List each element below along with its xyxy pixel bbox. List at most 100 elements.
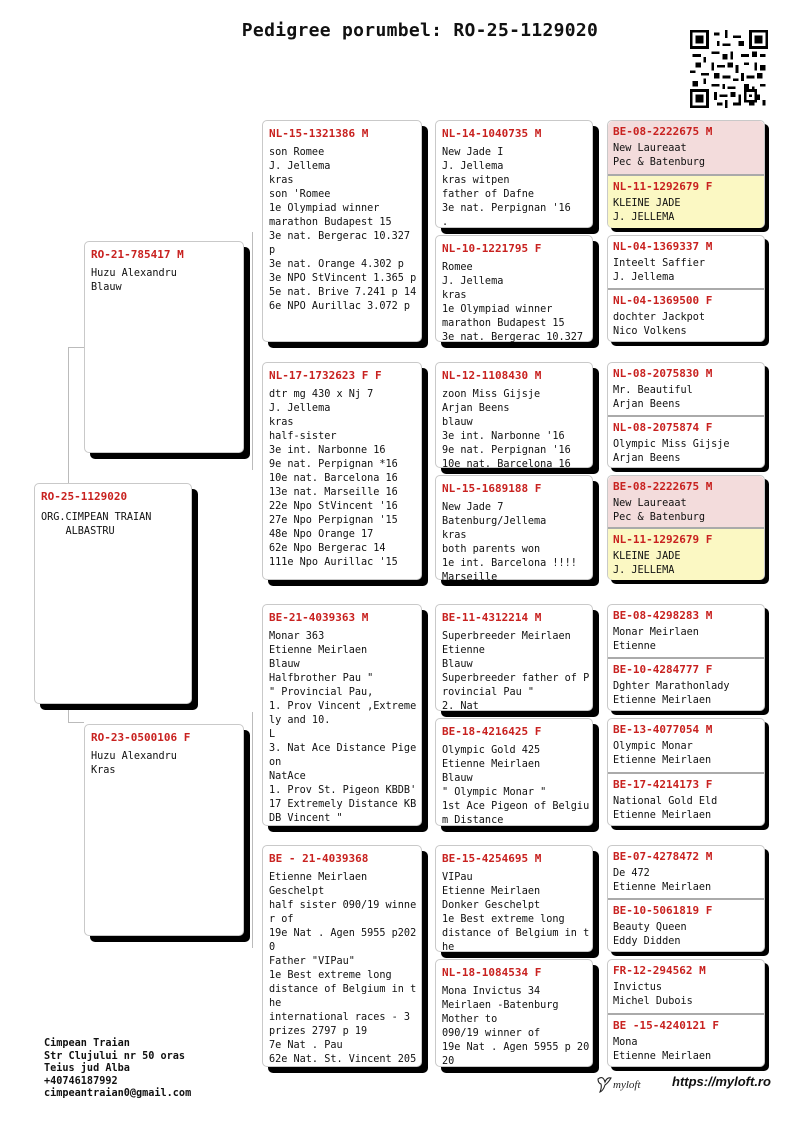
connector-line	[68, 704, 69, 722]
pedigree-line: 1e Best extreme long	[442, 914, 565, 925]
great-grandparent-card[interactable]: BE-18-4216425 F Olympic Gold 425 Etienne…	[435, 718, 593, 826]
pedigree-line: blauw	[442, 417, 473, 428]
grandparent-card[interactable]: NL-15-1321386 M son Romee J. Jellema kra…	[262, 120, 422, 342]
owner-address: Str Clujului nr 50 oras	[44, 1050, 186, 1062]
pedigree-line: Mr. Beautiful	[613, 385, 693, 396]
pedigree-line: Etienne Meirlaen	[613, 1051, 712, 1062]
pedigree-line: 1e Olympiad winner	[442, 304, 553, 315]
father-card[interactable]: RO-21-785417 M Huzu Alexandru Blauw	[84, 241, 244, 453]
pedigree-line: Monar 363	[269, 631, 325, 642]
pedigree-line: 1st Ace Pigeon of Belgiu	[442, 801, 590, 812]
pedigree-line: on	[269, 757, 282, 768]
mother-card[interactable]: RO-23-0500106 F Huzu Alexandru Kras	[84, 724, 244, 936]
pedigree-line: New Jade I	[442, 147, 504, 158]
pedigree-line: 1. Prov St. Pigeon KBDB'	[269, 785, 417, 796]
grandparent-ring-number: NL-17-1732623 F F	[269, 369, 382, 382]
pedigree-line: marathon Budapest 15	[269, 217, 392, 228]
pedigree-line: Etienne Meirlaen	[442, 759, 541, 770]
ring-number: BE-07-4278472 M	[613, 850, 713, 863]
pedigree-line: 3e nat. Bergerac 10.327	[442, 332, 584, 343]
pedigree-line: son Romee	[269, 147, 325, 158]
mother-ring-number: RO-23-0500106 F	[91, 731, 191, 744]
pedigree-line: father of Dafne	[442, 189, 535, 200]
connector-line	[68, 347, 69, 483]
pedigree-line: dtr mg 430 x Nj 7	[269, 389, 374, 400]
pedigree-line: 3e int. Narbonne 16	[269, 445, 386, 456]
owner-email[interactable]: cimpeantraian0@gmail.com	[44, 1088, 192, 1099]
grandparent-ring-number: BE - 21-4039368	[269, 852, 369, 865]
subject-pigeon-card[interactable]: RO-25-1129020 ORG.CIMPEAN TRAIAN ALBASTR…	[34, 483, 192, 704]
pedigree-line: 10e nat. Barcelona 16	[269, 473, 398, 484]
pedigree-line: 1e Olympiad winner	[269, 203, 380, 214]
pedigree-line: Etienne Meirlaen	[269, 872, 368, 883]
pedigree-line: New Jade 7	[442, 502, 504, 513]
pedigree-line: prizes 2797 p 19	[269, 1026, 368, 1037]
ring-number: FR-12-294562 M	[613, 964, 706, 977]
pedigree-line: 9e nat. Perpignan '16	[442, 445, 571, 456]
grandparent-card[interactable]: BE - 21-4039368 Etienne Meirlaen Geschel…	[262, 845, 422, 1067]
great-grandparent-card[interactable]: NL-18-1084534 F Mona Invictus 34 Meirlae…	[435, 959, 593, 1067]
pedigree-line: kras	[269, 175, 294, 186]
great-grandparent-card[interactable]: NL-12-1108430 M zoon Miss Gijsje Arjan B…	[435, 362, 593, 470]
pedigree-line: half sister 090/19 winne	[269, 900, 417, 911]
owner-phone[interactable]: +40746187992	[44, 1075, 118, 1087]
great-grandparent-card[interactable]: BE-15-4254695 M VIPau Etienne Meirlaen D…	[435, 845, 593, 953]
pedigree-line: 3e nat. Orange 4.302 p	[269, 259, 404, 270]
pedigree-line: Etienne Meirlaen	[269, 645, 368, 656]
website-link[interactable]: https://myloft.ro	[672, 1074, 771, 1089]
card-divider	[608, 527, 764, 529]
pedigree-line: New Laureaat	[613, 498, 687, 509]
great-grandparent-card[interactable]: BE-11-4312214 M Superbreeder Meirlaen Et…	[435, 604, 593, 712]
qr-code[interactable]	[690, 30, 768, 108]
ring-number: NL-08-2075830 M	[613, 367, 713, 380]
mother-line: Huzu Alexandru	[91, 751, 177, 762]
pedigree-line: J. Jellema	[442, 161, 504, 172]
card-divider	[608, 772, 764, 774]
grandparent-card[interactable]: BE-21-4039363 M Monar 363 Etienne Meirla…	[262, 604, 422, 826]
great-grandparent-card[interactable]: NL-10-1221795 F Romee J. Jellema kras 1e…	[435, 235, 593, 343]
father-ring-number: RO-21-785417 M	[91, 248, 184, 261]
pedigree-line: 19e Nat . Agen 5955 p202	[269, 928, 417, 939]
pedigree-line: Halfbrother Pau "	[269, 673, 374, 684]
pedigree-line: Inteelt Saffier	[613, 258, 706, 269]
great-grandparent-card[interactable]: NL-14-1040735 M New Jade I J. Jellema kr…	[435, 120, 593, 228]
pedigree-line: Etienne Meirlaen	[613, 755, 712, 766]
ring-number: BE -15-4240121 F	[613, 1019, 719, 1032]
pedigree-line: son 'Romee	[269, 189, 331, 200]
connector-line	[68, 347, 84, 348]
father-line: Blauw	[91, 282, 122, 293]
pedigree-line: 19e Nat . Agen 5955 p 20	[442, 1042, 590, 1053]
grandparent-card[interactable]: NL-17-1732623 F F dtr mg 430 x Nj 7 J. J…	[262, 362, 422, 580]
pedigree-line: Mona	[613, 1037, 638, 1048]
pedigree-line: National Gold Eld	[613, 796, 718, 807]
pedigree-line: Mother to	[442, 1014, 498, 1025]
great-grandparent-ring-number: BE-18-4216425 F	[442, 725, 542, 738]
great-grandparent-card[interactable]: NL-15-1689188 F New Jade 7 Batenburg/Jel…	[435, 475, 593, 583]
pedigree-line: he	[442, 942, 455, 953]
pedigree-line: KLEINE JADE	[613, 551, 681, 562]
